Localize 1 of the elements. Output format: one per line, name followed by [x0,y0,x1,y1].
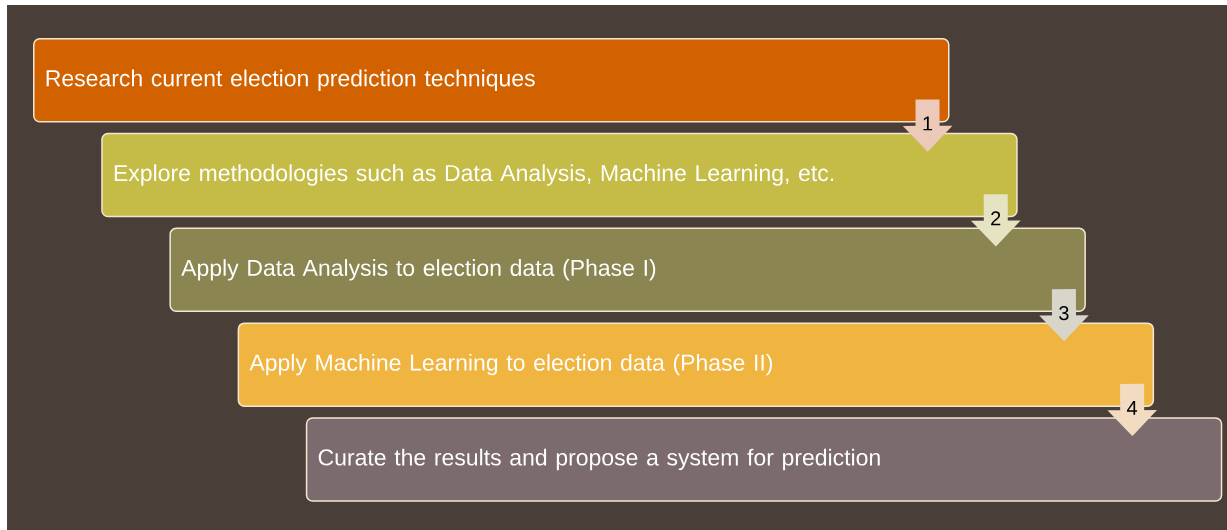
step-box: Curate the results and propose a system for prediction [305,417,1223,502]
